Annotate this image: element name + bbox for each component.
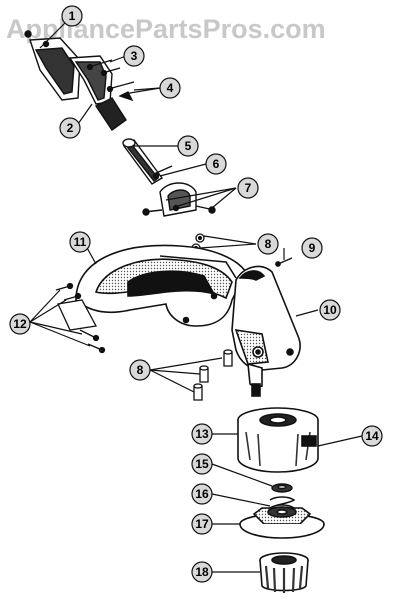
gear-head [231,265,301,397]
svg-text:13: 13 [195,427,209,441]
screws-top [86,59,135,102]
spacers-lower [193,349,233,401]
svg-text:9: 9 [309,241,316,255]
svg-text:18: 18 [195,565,209,579]
callout-17: 17 [191,513,213,535]
callout-16: 16 [191,483,213,505]
spool [239,506,325,539]
callout-13: 13 [191,423,213,445]
leader-lines [29,21,363,573]
callout-9-bubble: 9 [301,237,323,259]
svg-text:8: 8 [265,237,272,251]
callout-5: 5 [177,135,199,157]
callout-8-upper: 8 [257,233,279,255]
callout-8-lower: 8 [129,359,151,381]
callout-4: 4 [159,77,181,99]
callout-15: 15 [191,453,213,475]
svg-text:4: 4 [167,81,174,95]
svg-text:11: 11 [74,235,87,249]
svg-text:8: 8 [137,363,144,377]
svg-text:1: 1 [69,9,76,23]
svg-text:12: 12 [13,317,27,331]
callout-12: 12 [9,313,31,335]
svg-text:2: 2 [67,121,74,135]
callout-1: 1 [61,5,83,27]
callout-18: 18 [191,561,213,583]
callouts: 1 3 4 2 5 6 7 8 9 11 10 12 8 13 14 15 16… [9,5,383,583]
svg-text:15: 15 [195,457,209,471]
svg-text:17: 17 [195,517,209,531]
shaft-tube [122,138,173,185]
svg-text:7: 7 [245,181,252,195]
svg-text:10: 10 [323,303,337,317]
screws-left [55,282,106,354]
guard [75,244,247,327]
callout-3: 3 [123,45,145,67]
svg-text:6: 6 [213,157,220,171]
bump-knob [259,552,309,593]
handle-assembly [24,30,127,131]
callout-6: 6 [205,153,227,175]
small-screw [275,257,293,267]
washer [271,483,293,493]
svg-text:14: 14 [365,429,379,443]
callout-7: 7 [237,177,259,199]
callout-10: 10 [319,299,341,321]
svg-text:5: 5 [185,139,192,153]
callout-2: 2 [59,117,81,139]
spool-housing [237,407,319,473]
svg-text:3: 3 [131,49,138,63]
callout-11: 11 [69,231,91,253]
svg-text:16: 16 [195,487,209,501]
callout-14: 14 [361,425,383,447]
clamp-bracket [142,182,216,217]
